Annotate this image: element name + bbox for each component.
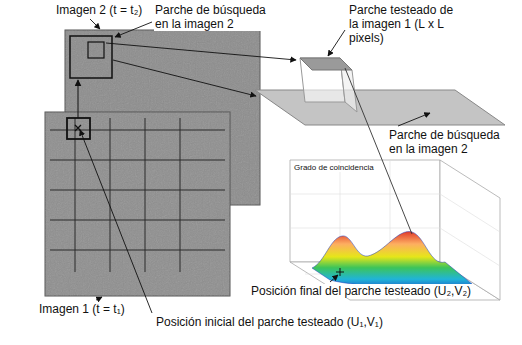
patch-label: Parche de búsqueda en la imagen 2 <box>388 128 515 156</box>
image-label: Imagen 1 (t = t₁) <box>38 302 126 316</box>
position-label: Posición inicial del parche testeado (U₁… <box>155 315 384 329</box>
patch-label: Parche testeado de la imagen 1 (L x L pi… <box>348 3 465 45</box>
correlation-plot <box>290 160 500 300</box>
displacement-arrow <box>78 80 79 118</box>
position-label: Posición final del parche testeado (U₂,V… <box>250 284 472 298</box>
projection-lines <box>106 43 296 96</box>
patch-3d <box>255 58 505 125</box>
patch-label: Parche de búsqueda en la imagen 2 <box>154 3 281 31</box>
leader-lines <box>80 19 430 313</box>
image-label: Imagen 2 (t = t₂) <box>55 3 143 17</box>
image-1 <box>45 112 230 296</box>
axis-label: Grado de coincidencia <box>293 163 375 172</box>
